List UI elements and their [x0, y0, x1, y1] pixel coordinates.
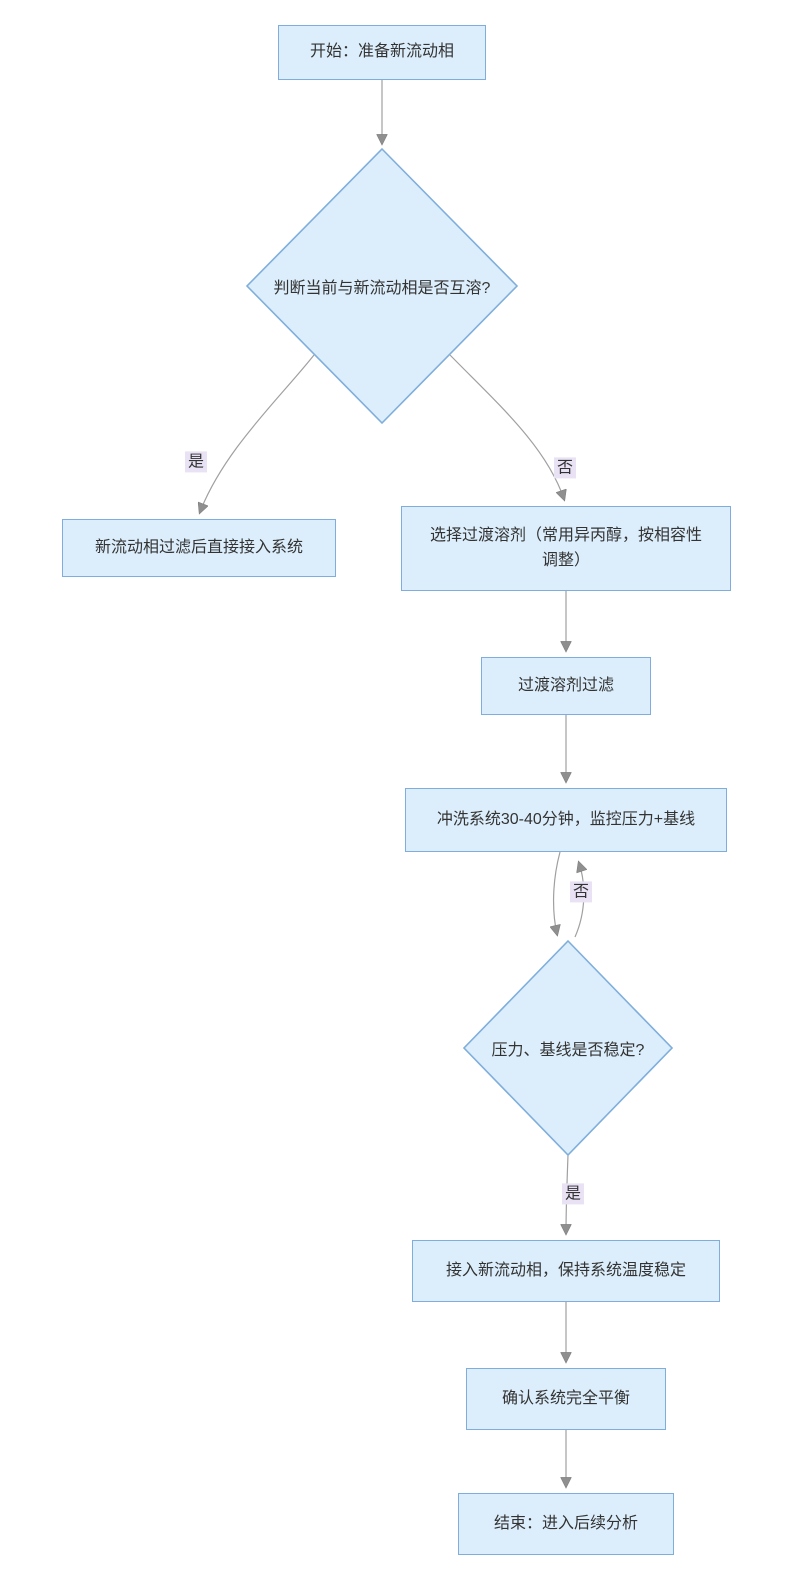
node-decision-stable-shape: [462, 939, 674, 1157]
node-confirm-equilibrium: 确认系统完全平衡: [466, 1368, 666, 1430]
edge-decision-miscible-no-to-transition-solvent: [449, 354, 564, 499]
edge-label-stable-yes: 是: [561, 1183, 585, 1205]
node-start-label: 开始：准备新流动相: [309, 43, 454, 61]
node-end: 结束：进入后续分析: [458, 1493, 674, 1555]
node-confirm-equilibrium-label: 确认系统完全平衡: [501, 1389, 630, 1407]
node-filter-transition: 过渡溶剂过滤: [481, 657, 651, 715]
edge-label-miscible-yes: 是: [184, 451, 208, 473]
edge-flush-system-to-decision-stable: [554, 851, 560, 934]
edge-label-stable-no: 否: [569, 881, 593, 903]
node-filter-transition-label: 过渡溶剂过滤: [517, 676, 614, 694]
node-transition-solvent-label: 选择过渡溶剂（常用异丙醇，按相容性调整）: [429, 526, 702, 569]
node-transition-solvent: 选择过渡溶剂（常用异丙醇，按相容性调整）: [401, 506, 731, 591]
node-connect-new-label: 接入新流动相，保持系统温度稳定: [445, 1261, 686, 1279]
node-flush-system-label: 冲洗系统30-40分钟，监控压力+基线: [436, 810, 696, 828]
node-direct-connect-label: 新流动相过滤后直接接入系统: [94, 538, 303, 556]
node-flush-system: 冲洗系统30-40分钟，监控压力+基线: [405, 788, 727, 852]
node-connect-new: 接入新流动相，保持系统温度稳定: [412, 1240, 720, 1302]
node-direct-connect: 新流动相过滤后直接接入系统: [62, 519, 336, 577]
node-end-label: 结束：进入后续分析: [493, 1514, 638, 1532]
node-decision-miscible-shape: [245, 147, 519, 425]
node-start: 开始：准备新流动相: [278, 25, 486, 80]
edge-decision-miscible-yes-to-direct-connect: [200, 354, 315, 512]
edge-label-miscible-no: 否: [553, 457, 577, 479]
